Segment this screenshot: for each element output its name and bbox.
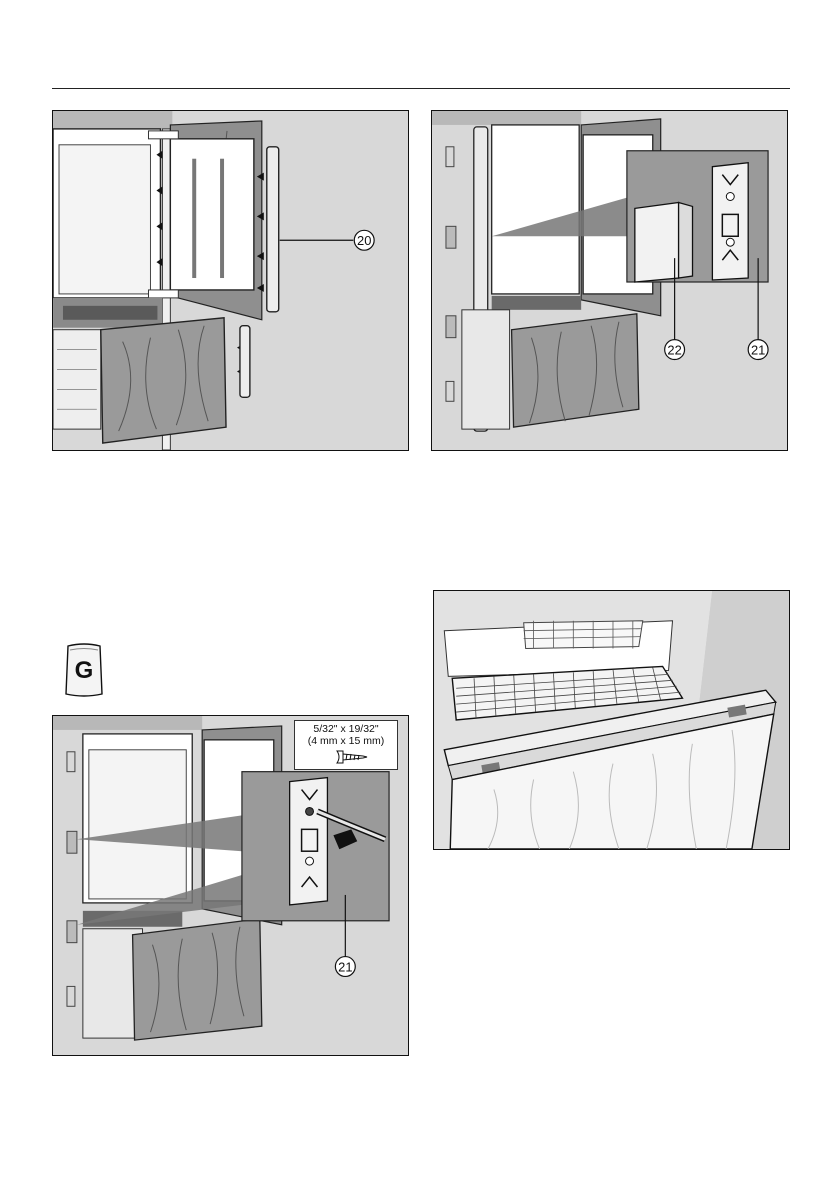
screw-size-inch: 5/32" x 19/32" (295, 723, 397, 735)
figure-screw-bracket: 21 5/32" x 19/32" (4 mm x 15 mm) (52, 715, 409, 1056)
header-rule (52, 88, 790, 89)
callout-20: 20 (357, 233, 371, 248)
figure-drawer-front (433, 590, 790, 850)
figure-door-mount-bracket: 22 21 (431, 110, 788, 451)
callout-22: 22 (667, 343, 681, 358)
figure-door-handle-strips: 20 (52, 110, 409, 451)
illustration-drawer-front (434, 591, 789, 849)
screw-size-label: 5/32" x 19/32" (4 mm x 15 mm) (294, 720, 398, 770)
illustration-door-handle-strips: 20 (53, 111, 408, 450)
accessory-bag-icon: G (62, 642, 106, 698)
callout-21: 21 (751, 343, 765, 358)
callout-21-bottom: 21 (338, 959, 352, 974)
screw-size-mm: (4 mm x 15 mm) (295, 735, 397, 747)
accessory-bag-letter: G (75, 657, 94, 684)
illustration-door-mount-bracket: 22 21 (432, 111, 787, 450)
screw-icon (335, 749, 369, 765)
